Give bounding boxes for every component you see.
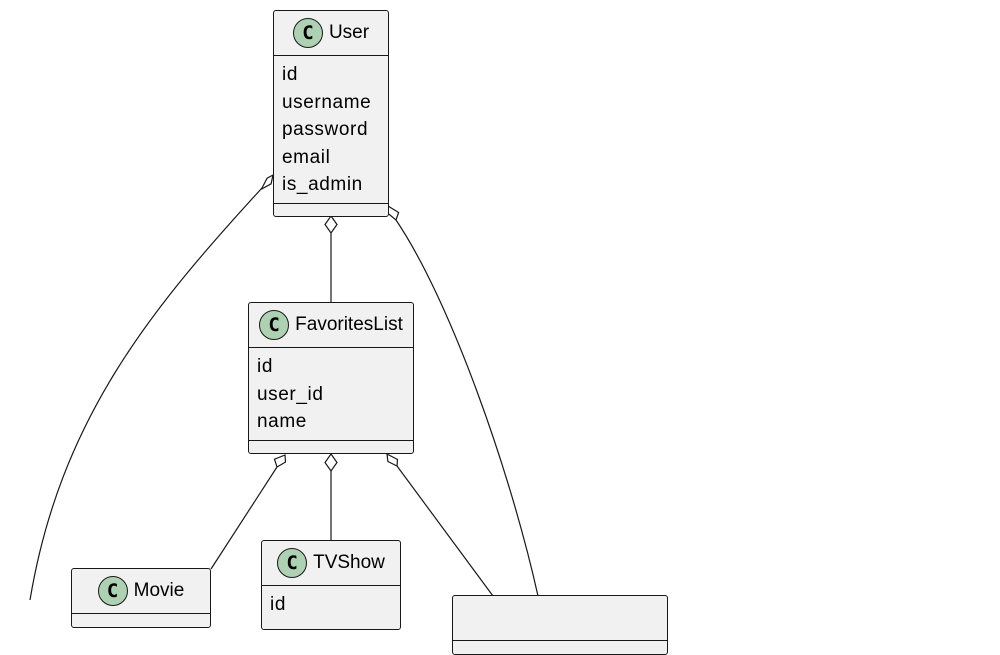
relations-layer — [29, 173, 539, 600]
attribute-list: id — [262, 586, 400, 623]
class-movie[interactable]: C Movie — [71, 568, 211, 628]
aggregation-diamond — [324, 214, 338, 235]
class-name: Movie — [133, 580, 185, 601]
method-list — [249, 441, 413, 449]
edge-favoriteslist-movie — [210, 466, 278, 570]
attribute: password — [282, 119, 369, 140]
edge-favoriteslist-unnamed — [396, 465, 494, 597]
aggregation-diamond — [324, 452, 338, 473]
class-header — [453, 596, 667, 641]
class-icon: C — [277, 548, 308, 578]
class-header: C User — [274, 11, 388, 56]
attribute-list: id user_id name — [249, 348, 413, 441]
attribute: id — [257, 356, 273, 377]
class-favoriteslist[interactable]: C FavoritesList id user_id name — [248, 302, 414, 454]
attribute-list: id username password email is_admin — [274, 56, 388, 204]
attribute: name — [257, 411, 307, 432]
edge-user-movie — [29, 187, 263, 600]
class-unnamed[interactable] — [452, 595, 668, 655]
attribute: username — [282, 91, 372, 113]
class-name: User — [328, 22, 370, 43]
edge-user-unnamed — [395, 219, 539, 597]
method-list — [274, 204, 388, 212]
class-name: TVShow — [313, 552, 385, 573]
class-header: C TVShow — [262, 541, 400, 586]
class-name: FavoritesList — [295, 314, 403, 335]
class-icon: C — [292, 18, 323, 48]
attribute: email — [282, 146, 331, 168]
aggregation-diamond — [386, 452, 399, 467]
class-icon: C — [259, 310, 290, 340]
class-icon: C — [97, 576, 128, 606]
attribute: is_admin — [282, 174, 363, 195]
aggregation-diamond — [261, 173, 274, 190]
class-header: C FavoritesList — [249, 303, 413, 348]
attribute: id — [270, 594, 286, 615]
aggregation-diamond — [273, 454, 287, 468]
class-tvshow[interactable]: C TVShow id — [261, 540, 401, 630]
class-header: C Movie — [72, 569, 210, 614]
attribute: id — [282, 64, 298, 85]
class-user[interactable]: C User id username password email is_adm… — [273, 10, 389, 217]
attribute: user_id — [257, 383, 324, 405]
